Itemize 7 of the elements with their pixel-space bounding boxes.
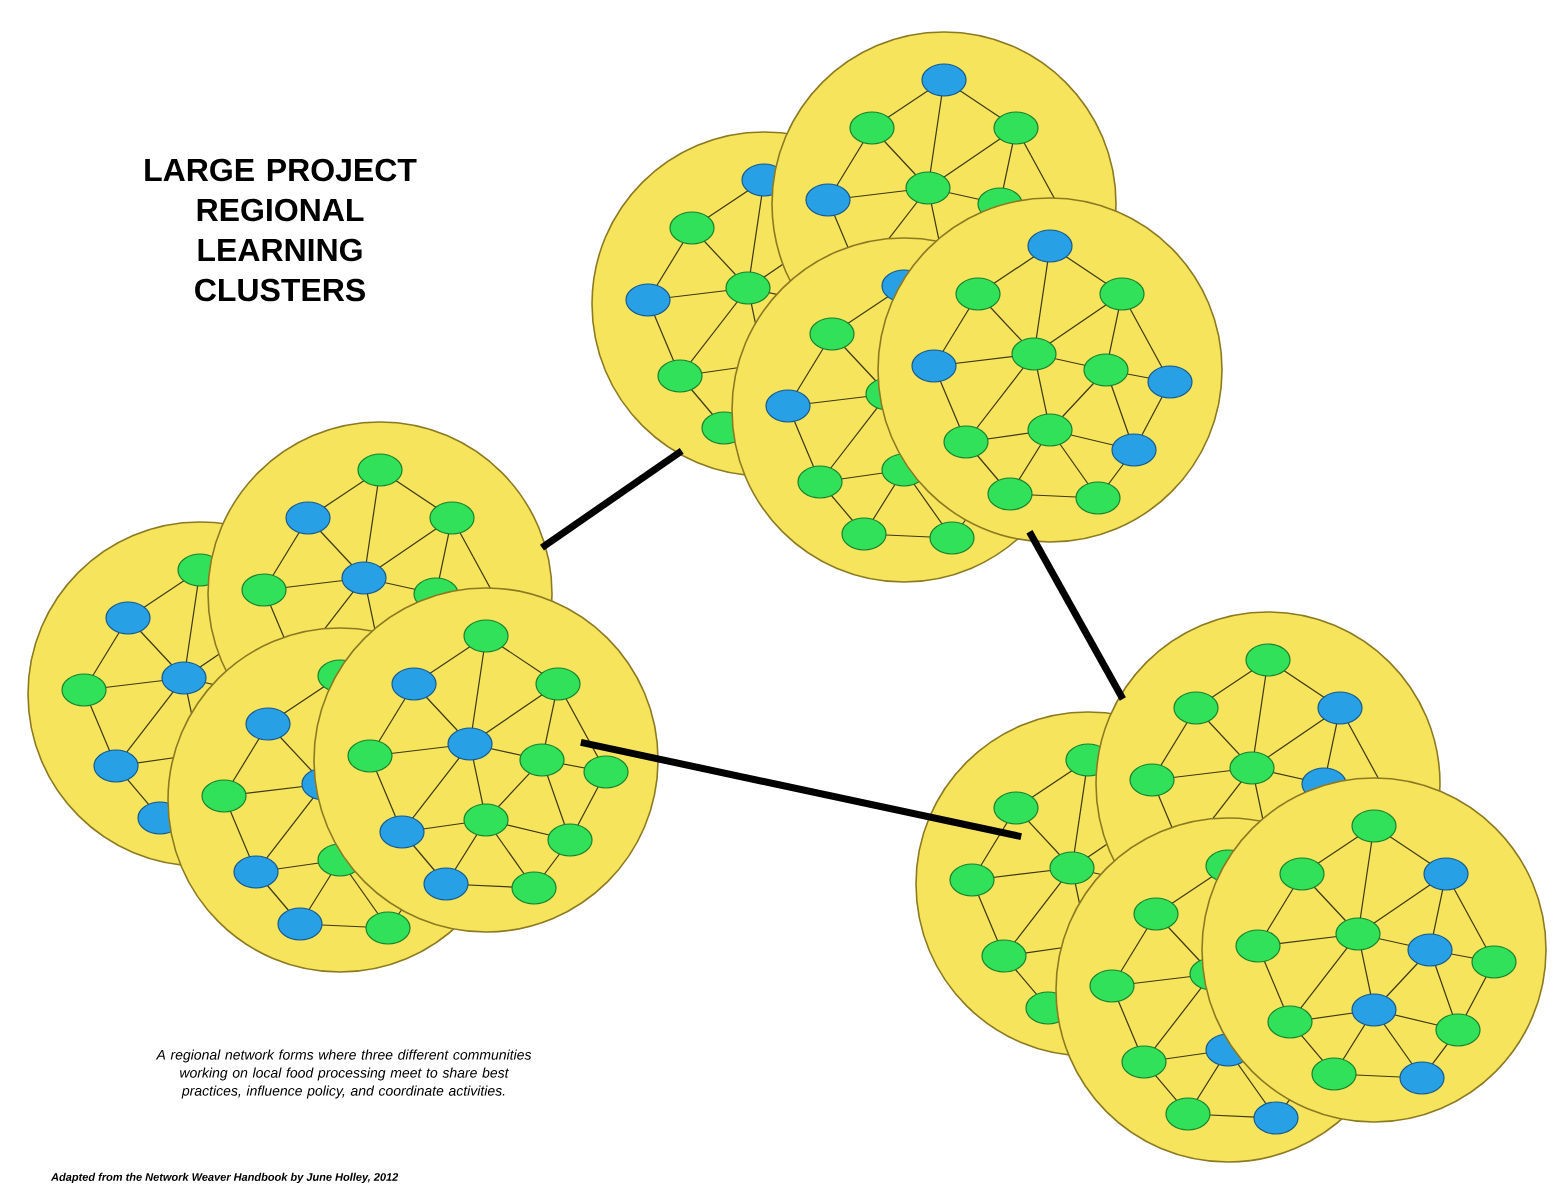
connector-line xyxy=(580,738,1022,841)
title: LARGE PROJECT REGIONAL LEARNING CLUSTERS xyxy=(145,158,417,302)
connector-line xyxy=(539,448,684,551)
network-cluster-drawing xyxy=(591,31,1223,583)
connector-line xyxy=(1026,529,1126,701)
network-cluster-drawing xyxy=(915,611,1547,1163)
network-cluster-drawing xyxy=(27,421,659,973)
